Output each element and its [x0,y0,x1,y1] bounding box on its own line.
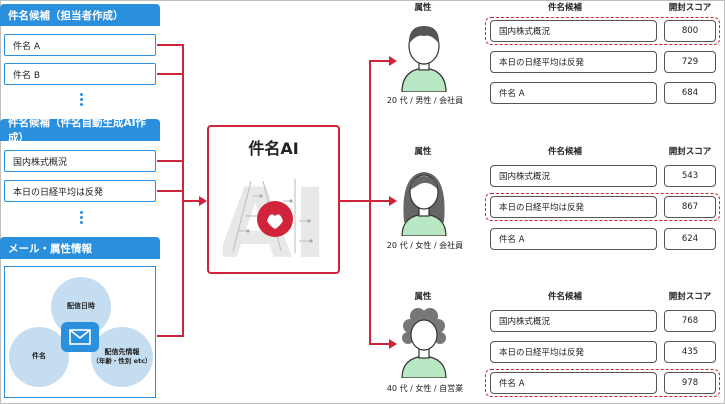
candidate-header: 件名候補 [547,147,582,157]
candidate-row: 国内株式概況 [490,310,657,332]
highlight-best [485,17,720,45]
subject-ai-title: 件名AI [248,139,299,158]
score-cell: 543 [664,165,716,187]
manual-candidates-header: 件名候補（担当者作成） [0,4,160,26]
attr-header: 属性 [414,3,432,13]
connector [157,160,183,162]
connector-trunk [182,44,184,337]
ellipsis-dot [80,221,83,224]
auto-candidate-1: 国内株式概況 [4,150,156,172]
ellipsis-dot [80,98,83,101]
candidate-row: 国内株式概況 [490,20,657,42]
mail-info-header: メール・属性情報 [0,237,160,259]
arrow-head [199,196,207,206]
candidate-header: 件名候補 [547,3,582,13]
score-cell: 729 [664,51,716,73]
connector [157,190,183,192]
score-header: 開封スコア [668,292,712,302]
candidate-row: 件名 A [490,372,657,394]
mail-info-panel: 配信日時 件名 配信先情報 （年齢・性別 etc） [4,266,156,398]
person-icon-male [398,16,450,93]
circle-delivery-time-label: 配信日時 [67,302,95,311]
manual-candidate-a: 件名 A [4,34,156,56]
connector [157,335,183,337]
highlight-best [485,193,720,221]
manual-candidate-b: 件名 B [4,63,156,85]
person-label: 20 代 / 女性 / 会社員 [386,241,464,250]
candidate-row: 本日の日経平均は反発 [490,196,657,218]
subject-ai-box: 件名AI AI [207,125,340,280]
ellipsis-dot [80,211,83,214]
connector [369,60,391,62]
highlight-best [485,369,720,397]
score-header: 開封スコア [668,147,712,157]
person-label: 40 代 / 女性 / 自営業 [386,384,464,393]
auto-candidates-header: 件名候補（件名自動生成AI作成） [0,117,160,144]
envelope-icon [61,322,99,352]
connector [369,343,391,345]
circle-recipient-sublabel: （年齢・性別 etc） [92,357,152,366]
arrow-head [389,196,397,206]
score-cell: 800 [664,20,716,42]
connector-trunk-right [369,60,371,345]
score-cell: 435 [664,341,716,363]
connector [157,73,183,75]
candidate-row: 国内株式概況 [490,165,657,187]
candidate-row: 本日の日経平均は反発 [490,341,657,363]
score-cell: 684 [664,82,716,104]
circle-recipient-label: 配信先情報 [104,347,140,356]
score-header: 開封スコア [668,3,712,13]
ellipsis-dot [80,93,83,96]
candidate-row: 本日の日経平均は反発 [490,51,657,73]
circle-recipient-info: 配信先情報 （年齢・性別 etc） [91,327,153,387]
arrow-head [389,56,397,66]
circle-subject: 件名 [9,327,69,387]
attr-header: 属性 [414,292,432,302]
circle-subject-label: 件名 [32,352,46,361]
person-icon-female-curly [398,302,450,379]
ellipsis-dot [80,103,83,106]
person-label: 20 代 / 男性 / 会社員 [386,96,464,105]
score-cell: 978 [664,372,716,394]
score-cell: 768 [664,310,716,332]
ellipsis-dot [80,216,83,219]
connector-to-ai [182,200,202,202]
attr-header: 属性 [414,147,432,157]
connector-from-ai [340,200,370,202]
connector [157,44,183,46]
score-cell: 624 [664,228,716,250]
candidate-row: 件名 A [490,82,657,104]
score-cell: 867 [664,196,716,218]
arrow-head [389,339,397,349]
auto-candidate-2: 本日の日経平均は反発 [4,180,156,202]
candidate-header: 件名候補 [547,292,582,302]
person-icon-female [398,160,450,237]
connector [369,200,391,202]
candidate-row: 件名 A [490,228,657,250]
ai-logo: AI [218,161,328,280]
